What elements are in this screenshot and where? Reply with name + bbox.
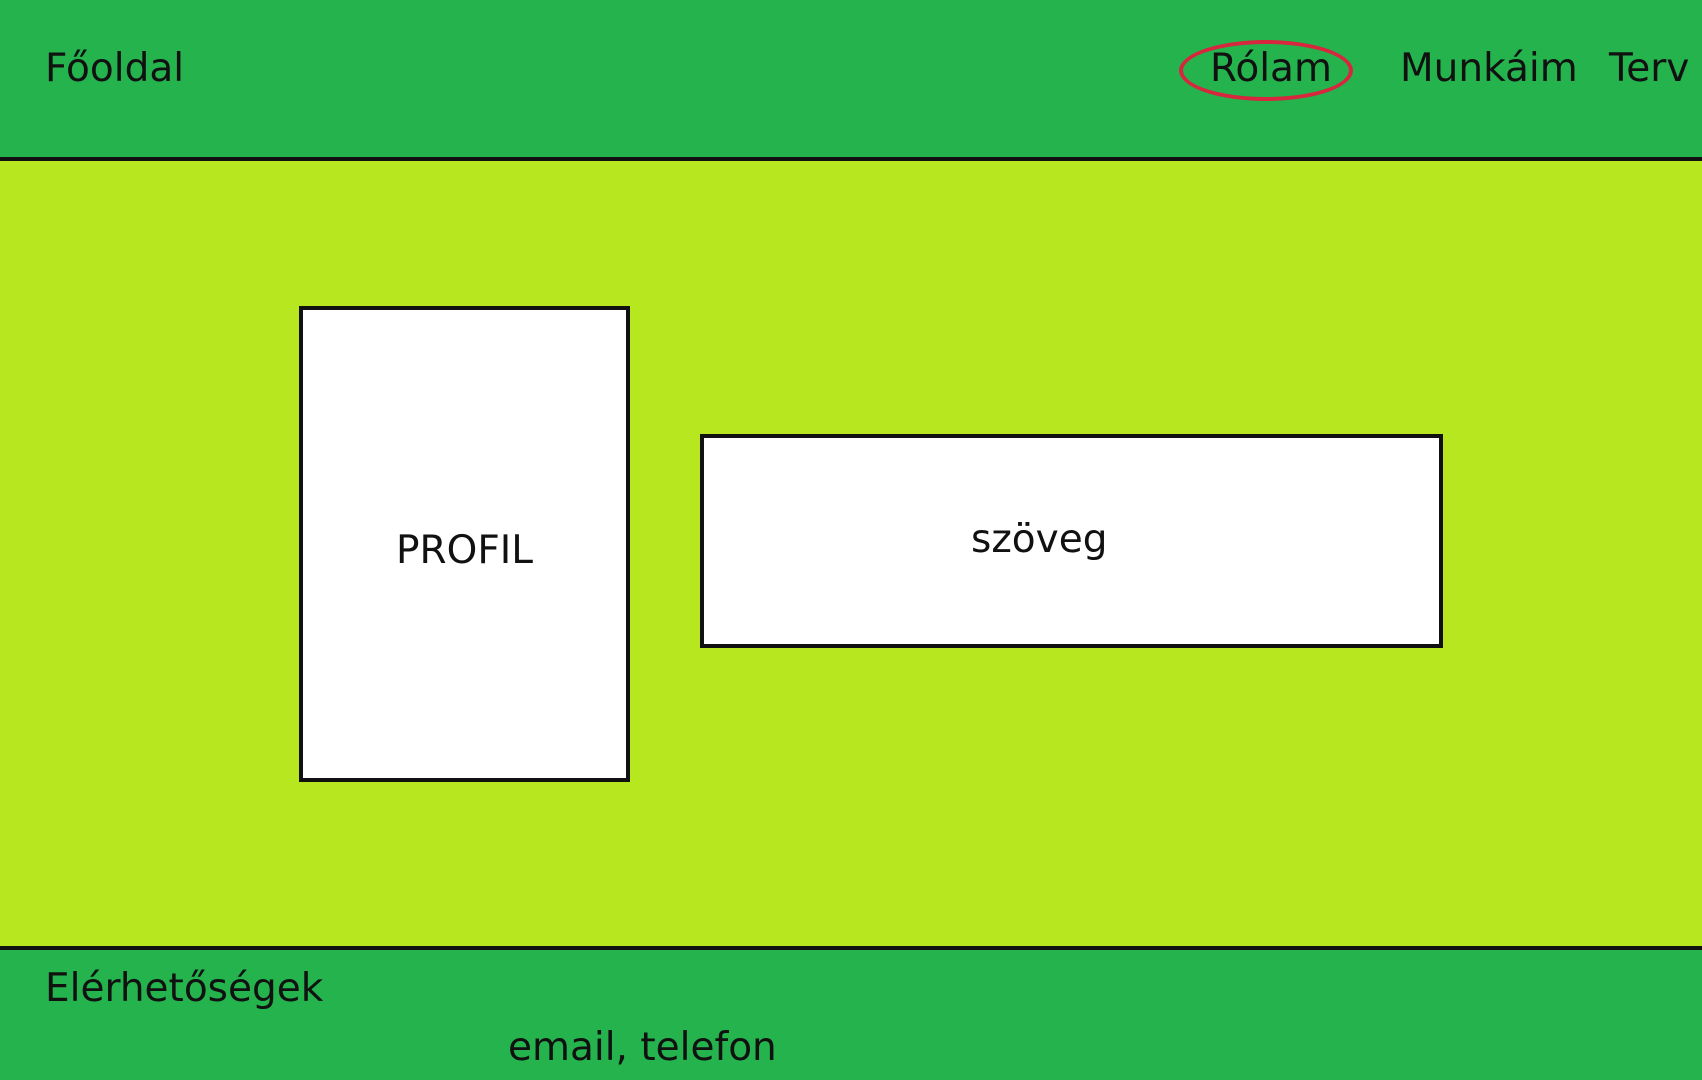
contact-heading: Elérhetőségek <box>45 966 324 1011</box>
text-placeholder-label: szöveg <box>971 517 1108 562</box>
nav-works-link[interactable]: Munkáim <box>1400 46 1578 91</box>
site-footer: Elérhetőségek email, telefon <box>0 946 1702 1080</box>
text-placeholder: szöveg <box>700 434 1443 648</box>
nav-plan-link[interactable]: Terv <box>1609 46 1690 91</box>
nav-home-link[interactable]: Főoldal <box>45 46 185 91</box>
nav-about-link[interactable]: Rólam <box>1210 46 1332 91</box>
profile-placeholder: PROFIL <box>299 306 630 782</box>
contact-details: email, telefon <box>508 1025 777 1070</box>
site-header: Főoldal Rólam Munkáim Terv <box>0 0 1702 161</box>
profile-label: PROFIL <box>396 527 533 573</box>
